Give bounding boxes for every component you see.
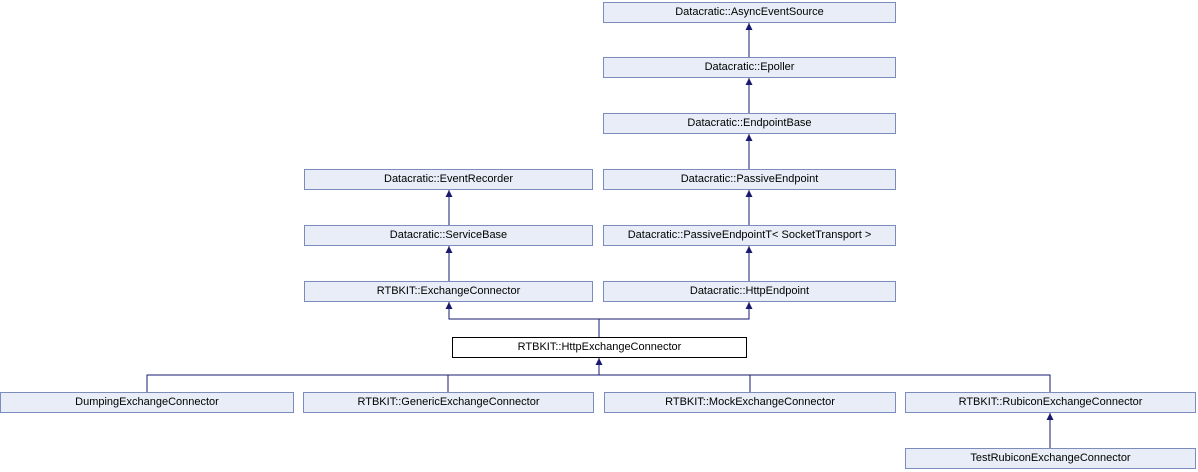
class-node-rubicon-exchange-connector[interactable]: RTBKIT::RubiconExchangeConnector xyxy=(905,392,1196,413)
class-node-passive-endpoint[interactable]: Datacratic::PassiveEndpoint xyxy=(603,169,896,190)
class-node-async-event-source[interactable]: Datacratic::AsyncEventSource xyxy=(603,2,896,23)
class-node-generic-exchange-connector[interactable]: RTBKIT::GenericExchangeConnector xyxy=(303,392,594,413)
class-node-endpoint-base[interactable]: Datacratic::EndpointBase xyxy=(603,113,896,134)
arrowhead-icon xyxy=(745,23,753,30)
arrowhead-icon xyxy=(745,78,753,85)
class-node-test-rubicon-exchange-connector[interactable]: TestRubiconExchangeConnector xyxy=(905,448,1196,469)
arrowhead-icon xyxy=(445,190,453,197)
arrowhead-icon xyxy=(1046,413,1054,420)
arrowhead-icon xyxy=(745,134,753,141)
class-node-event-recorder[interactable]: Datacratic::EventRecorder xyxy=(304,169,593,190)
class-node-passive-endpoint-t[interactable]: Datacratic::PassiveEndpointT< SocketTran… xyxy=(603,225,896,246)
arrowhead-icon xyxy=(595,358,603,365)
arrowhead-icon xyxy=(745,190,753,197)
class-node-dumping-exchange-connector[interactable]: DumpingExchangeConnector xyxy=(0,392,294,413)
arrowhead-icon xyxy=(445,246,453,253)
class-node-service-base[interactable]: Datacratic::ServiceBase xyxy=(304,225,593,246)
inheritance-edge-dumping-exchange-connector-to-http-exchange-connector xyxy=(146,358,600,392)
inheritance-edge-rubicon-exchange-connector-to-http-exchange-connector xyxy=(599,374,1051,392)
arrowhead-icon xyxy=(745,246,753,253)
arrowhead-icon xyxy=(445,302,453,309)
arrowhead-icon xyxy=(745,302,753,309)
inheritance-edge-http-exchange-connector-to-http-endpoint xyxy=(598,302,750,337)
class-node-exchange-connector[interactable]: RTBKIT::ExchangeConnector xyxy=(304,281,593,302)
class-node-mock-exchange-connector[interactable]: RTBKIT::MockExchangeConnector xyxy=(604,392,896,413)
class-node-http-exchange-connector[interactable]: RTBKIT::HttpExchangeConnector xyxy=(452,337,747,358)
class-node-http-endpoint[interactable]: Datacratic::HttpEndpoint xyxy=(603,281,896,302)
class-node-epoller[interactable]: Datacratic::Epoller xyxy=(603,57,896,78)
inheritance-edge-http-exchange-connector-to-exchange-connector xyxy=(448,302,600,337)
